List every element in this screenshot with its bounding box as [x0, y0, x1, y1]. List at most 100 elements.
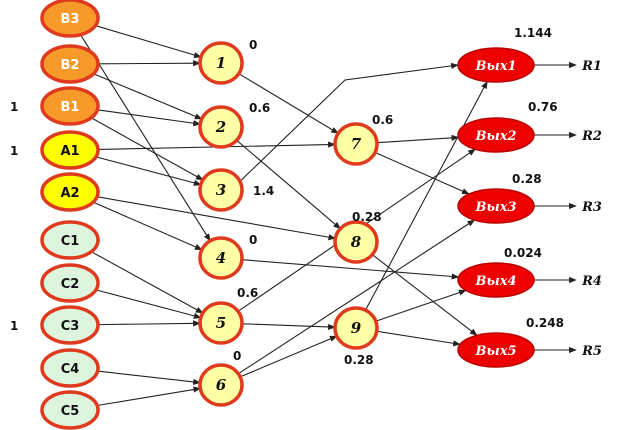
hidden-node-label: 5	[216, 314, 226, 332]
hidden-node-label: 1	[216, 54, 226, 72]
hidden-node-shape	[333, 306, 379, 350]
hidden-node-shape	[333, 220, 379, 264]
input-node-c3: C3 1	[10, 305, 100, 345]
hidden-node-shape	[198, 363, 244, 407]
input-node-shape	[40, 263, 100, 303]
hidden-node-2: 20.6	[198, 101, 270, 149]
input-node-label: C2	[61, 277, 80, 292]
output-node-label: Вых3	[474, 200, 516, 215]
output-node-value: 0.248	[526, 316, 564, 330]
input-node-shape	[40, 86, 100, 126]
edge-h2-h8	[236, 139, 341, 230]
input-node-a1: A1 1	[10, 130, 100, 170]
edge-h1-h7	[238, 73, 339, 134]
edge-B2-h2	[93, 73, 203, 120]
input-node-shape	[40, 130, 100, 170]
hidden-node-shape	[198, 168, 244, 212]
hidden-node-6: 60	[198, 349, 244, 407]
edge-h7-o2	[376, 134, 460, 144]
hidden-node-label: 2	[215, 118, 226, 136]
input-node-b3: B3	[40, 0, 100, 38]
output-node-label: Вых1	[474, 59, 516, 74]
output-node-label: Вых5	[474, 344, 516, 359]
edge-h6-o3	[238, 219, 476, 375]
input-node-c1: C1	[40, 220, 100, 260]
edge-h3-o1	[239, 62, 459, 182]
edge-B3-h4	[80, 34, 211, 242]
input-node-shape	[40, 220, 100, 260]
edge-B1-h2	[97, 109, 201, 127]
hidden-node-shape	[198, 301, 244, 345]
result-label-r1: R1	[581, 59, 602, 74]
edge-B2-h1	[97, 60, 201, 67]
result-label-r2: R2	[581, 129, 602, 144]
input-node-c2: C2	[40, 263, 100, 303]
hidden-node-shape	[333, 122, 379, 166]
hidden-node-4: 40	[198, 233, 257, 280]
hidden-node-8: 80.28	[333, 210, 382, 264]
edge-C4-h6	[97, 370, 201, 385]
edge-h9-o4	[375, 289, 467, 322]
hidden-node-shape	[198, 41, 244, 85]
edge-h4-o4	[241, 259, 460, 280]
hidden-node-shape	[198, 105, 244, 149]
edge-C5-h6	[97, 386, 202, 407]
input-node-c5: C5	[40, 390, 100, 430]
result-label-r3: R3	[581, 200, 602, 215]
hidden-node-value: 0	[249, 233, 257, 247]
output-node-shape	[457, 188, 535, 224]
hidden-node-value: 0.6	[249, 101, 270, 115]
edge-B3-h1	[95, 25, 202, 58]
result-label-r4: R4	[581, 274, 602, 289]
edge-A1-h3	[95, 156, 202, 186]
hidden-node-5: 50.6	[198, 286, 258, 345]
input-value-b1: 1	[10, 100, 18, 114]
hidden-node-value: 0.6	[237, 286, 258, 300]
result-label-r5: R5	[581, 344, 602, 359]
edge-C2-h5	[95, 289, 202, 319]
hidden-node-label: 4	[216, 249, 226, 267]
edge-h9-o1	[365, 80, 488, 311]
input-node-label: B3	[61, 12, 80, 27]
input-node-label: C3	[61, 319, 80, 334]
input-value-a1: 1	[10, 144, 18, 158]
input-node-shape	[40, 348, 100, 388]
hidden-node-9: 90.28	[333, 306, 379, 367]
hidden-node-label: 9	[351, 319, 362, 337]
output-node-shape	[457, 262, 535, 298]
input-node-label: C1	[61, 234, 80, 249]
edges-layer	[80, 25, 577, 407]
input-node-label: B2	[61, 58, 80, 73]
input-value-c3: 1	[10, 319, 18, 333]
input-node-label: A2	[60, 186, 79, 201]
hidden-node-value: 0.28	[344, 353, 374, 367]
hidden-node-label: 3	[216, 181, 226, 199]
output-node-label: Вых2	[474, 129, 516, 144]
input-node-shape	[40, 172, 100, 212]
hidden-node-value: 0	[233, 349, 241, 363]
edge-C1-h5	[91, 251, 204, 314]
output-node-shape	[457, 117, 535, 153]
input-node-label: C4	[61, 362, 80, 377]
edge-A2-h4	[92, 201, 203, 251]
input-node-b1: B11	[10, 86, 100, 126]
input-node-label: A1	[60, 144, 79, 159]
edge-C3-h5	[97, 320, 201, 327]
edge-h5-h9	[241, 323, 336, 331]
input-node-c4: C4	[40, 348, 100, 388]
output-node-value: 0.024	[504, 246, 542, 260]
hidden-node-value: 0.28	[352, 210, 382, 224]
hidden-node-value: 0.6	[372, 113, 393, 127]
hidden-node-label: 6	[216, 376, 227, 394]
hidden-node-value: 0	[249, 38, 257, 52]
edge-h8-o5	[371, 254, 478, 336]
output-node-label: Вых4	[474, 274, 516, 289]
output-node-shape	[457, 47, 535, 83]
input-node-a2: A2	[40, 172, 100, 212]
